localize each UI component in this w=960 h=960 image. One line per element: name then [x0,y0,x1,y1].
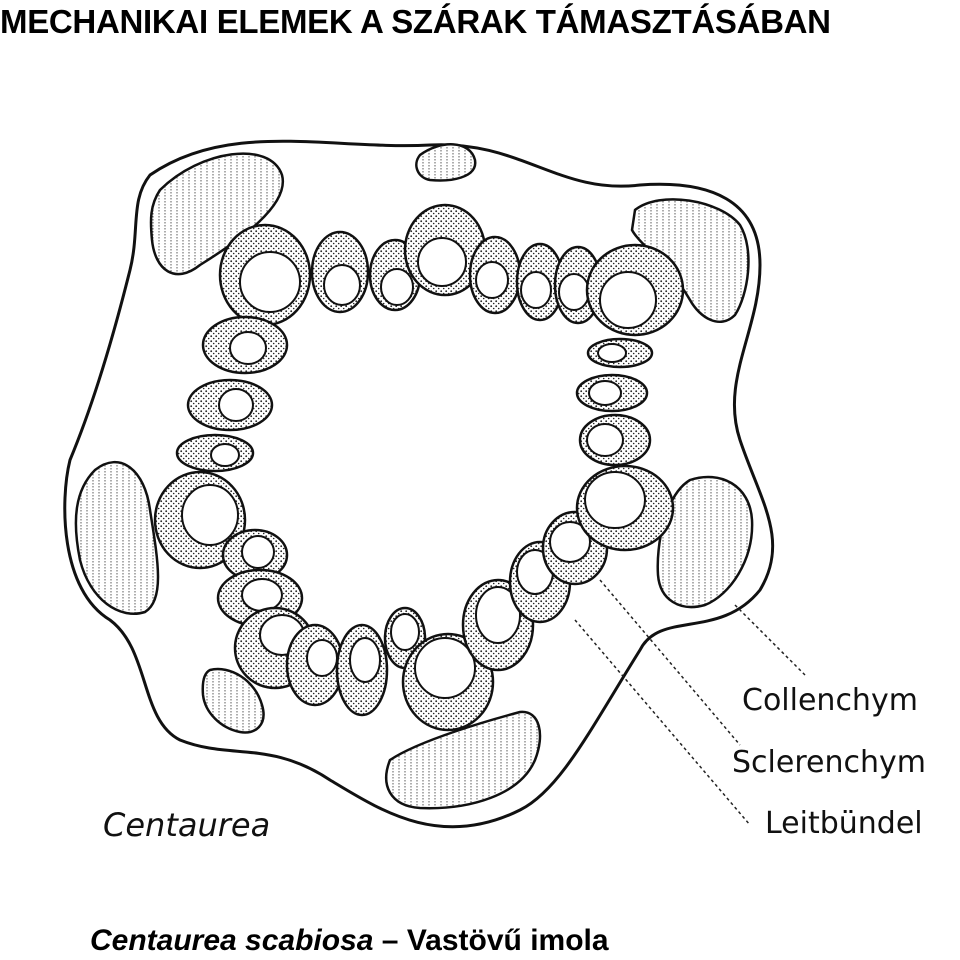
page-title: MECHANIKAI ELEMEK A SZÁRAK TÁMASZTÁSÁBAN [0,3,831,40]
stem-outline [63,139,775,829]
caption-separator: – [373,924,407,957]
figure-caption: Centaurea scabiosa – Vastövű imola [90,922,609,960]
collenchym-label: Collenchym [742,683,918,718]
caption-common-name: Vastövű imola [406,924,609,957]
genus-label: Centaurea [103,806,270,844]
vascular-bundle-ring [153,203,685,732]
sclerenchym-label: Sclerenchym [732,745,926,780]
leader-lines [574,579,806,826]
leitbundel-label: Leitbündel [765,806,923,841]
caption-species: Centaurea scabiosa [90,924,374,957]
